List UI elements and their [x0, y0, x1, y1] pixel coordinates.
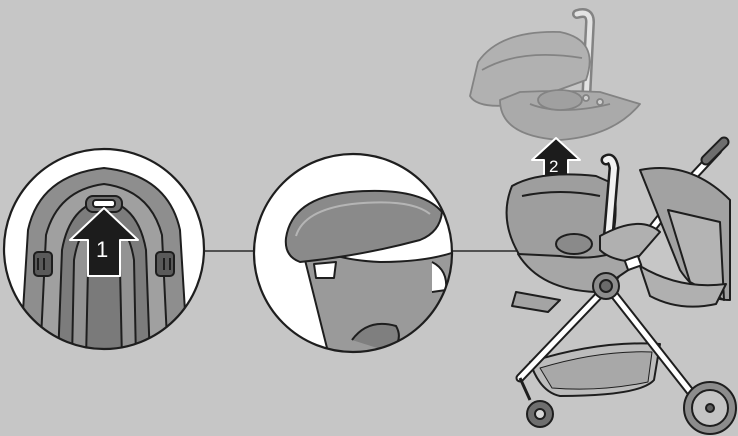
step-number-1: 1: [96, 237, 108, 262]
car-seat-lifted: [470, 13, 640, 140]
detail-circle-handle: 1: [4, 149, 204, 360]
step-number-2: 2: [549, 157, 558, 176]
stroller: [507, 142, 736, 434]
detail-circle-latch: [254, 154, 460, 360]
